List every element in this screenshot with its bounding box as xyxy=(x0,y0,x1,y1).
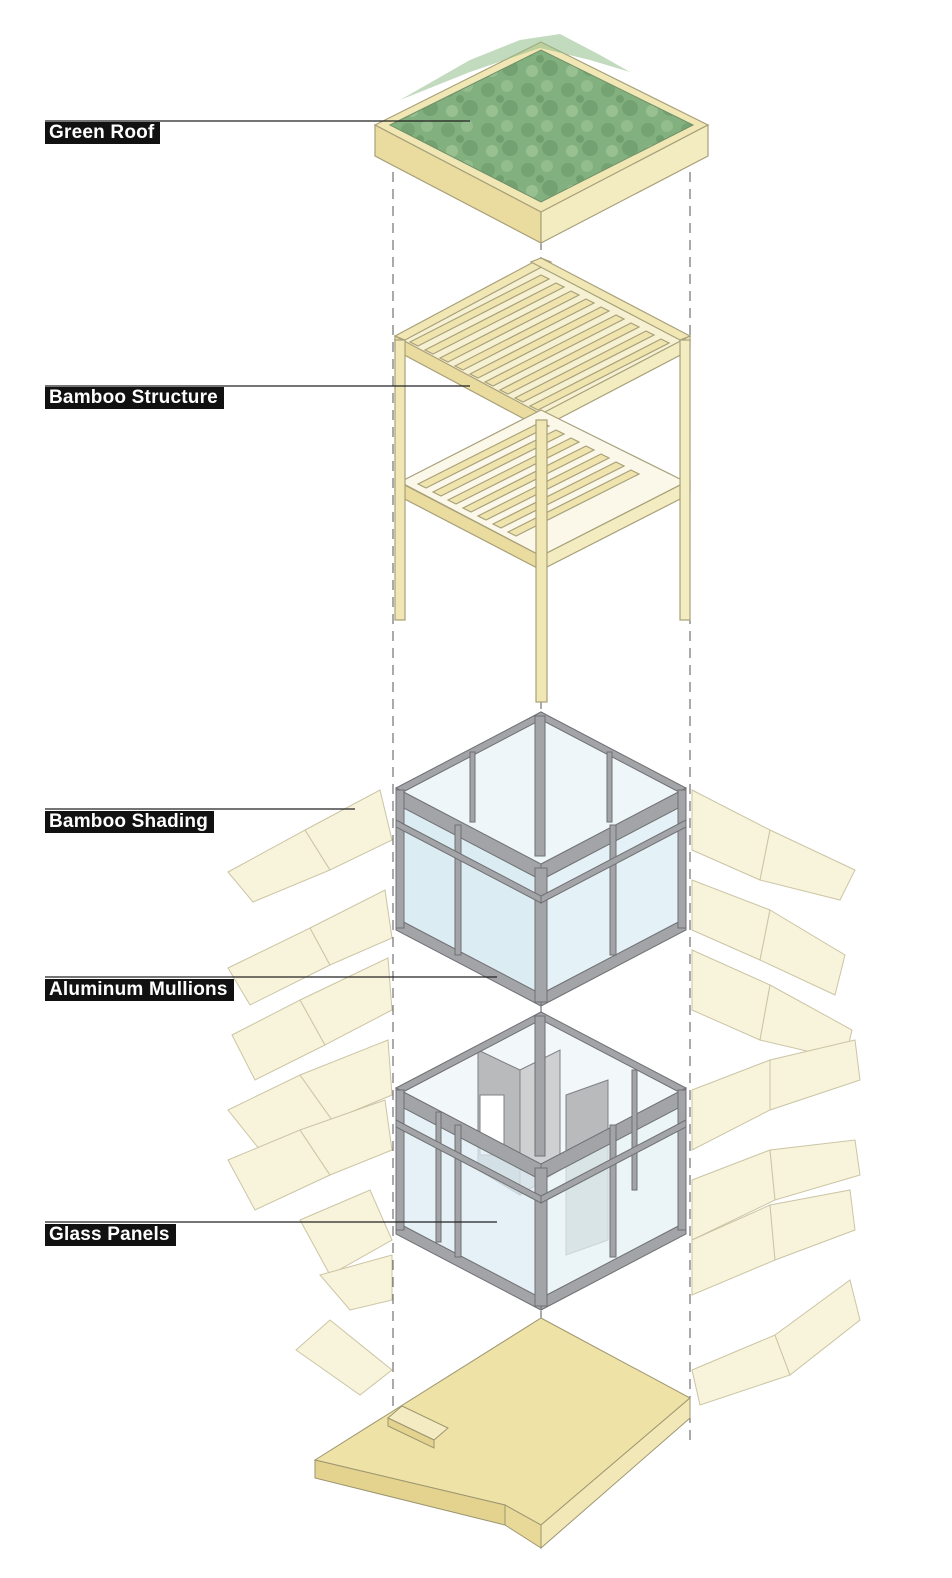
aluminum-mullion-frame xyxy=(394,711,688,1007)
green-roof-layer xyxy=(373,34,710,244)
label-green-roof: Green Roof xyxy=(45,122,161,144)
bamboo-shading-right xyxy=(691,789,861,1406)
label-aluminum-mullions: Aluminum Mullions xyxy=(45,979,234,1001)
bamboo-structure-layer xyxy=(393,257,692,703)
glass-panel-enclosure xyxy=(394,1011,688,1311)
label-glass-panels: Glass Panels xyxy=(45,1224,176,1246)
base-platform xyxy=(313,1317,691,1550)
label-bamboo-shading: Bamboo Shading xyxy=(45,811,215,833)
leader-lines xyxy=(45,120,497,1223)
bamboo-shading-left xyxy=(227,789,393,1396)
label-bamboo-structure: Bamboo Structure xyxy=(45,387,224,409)
